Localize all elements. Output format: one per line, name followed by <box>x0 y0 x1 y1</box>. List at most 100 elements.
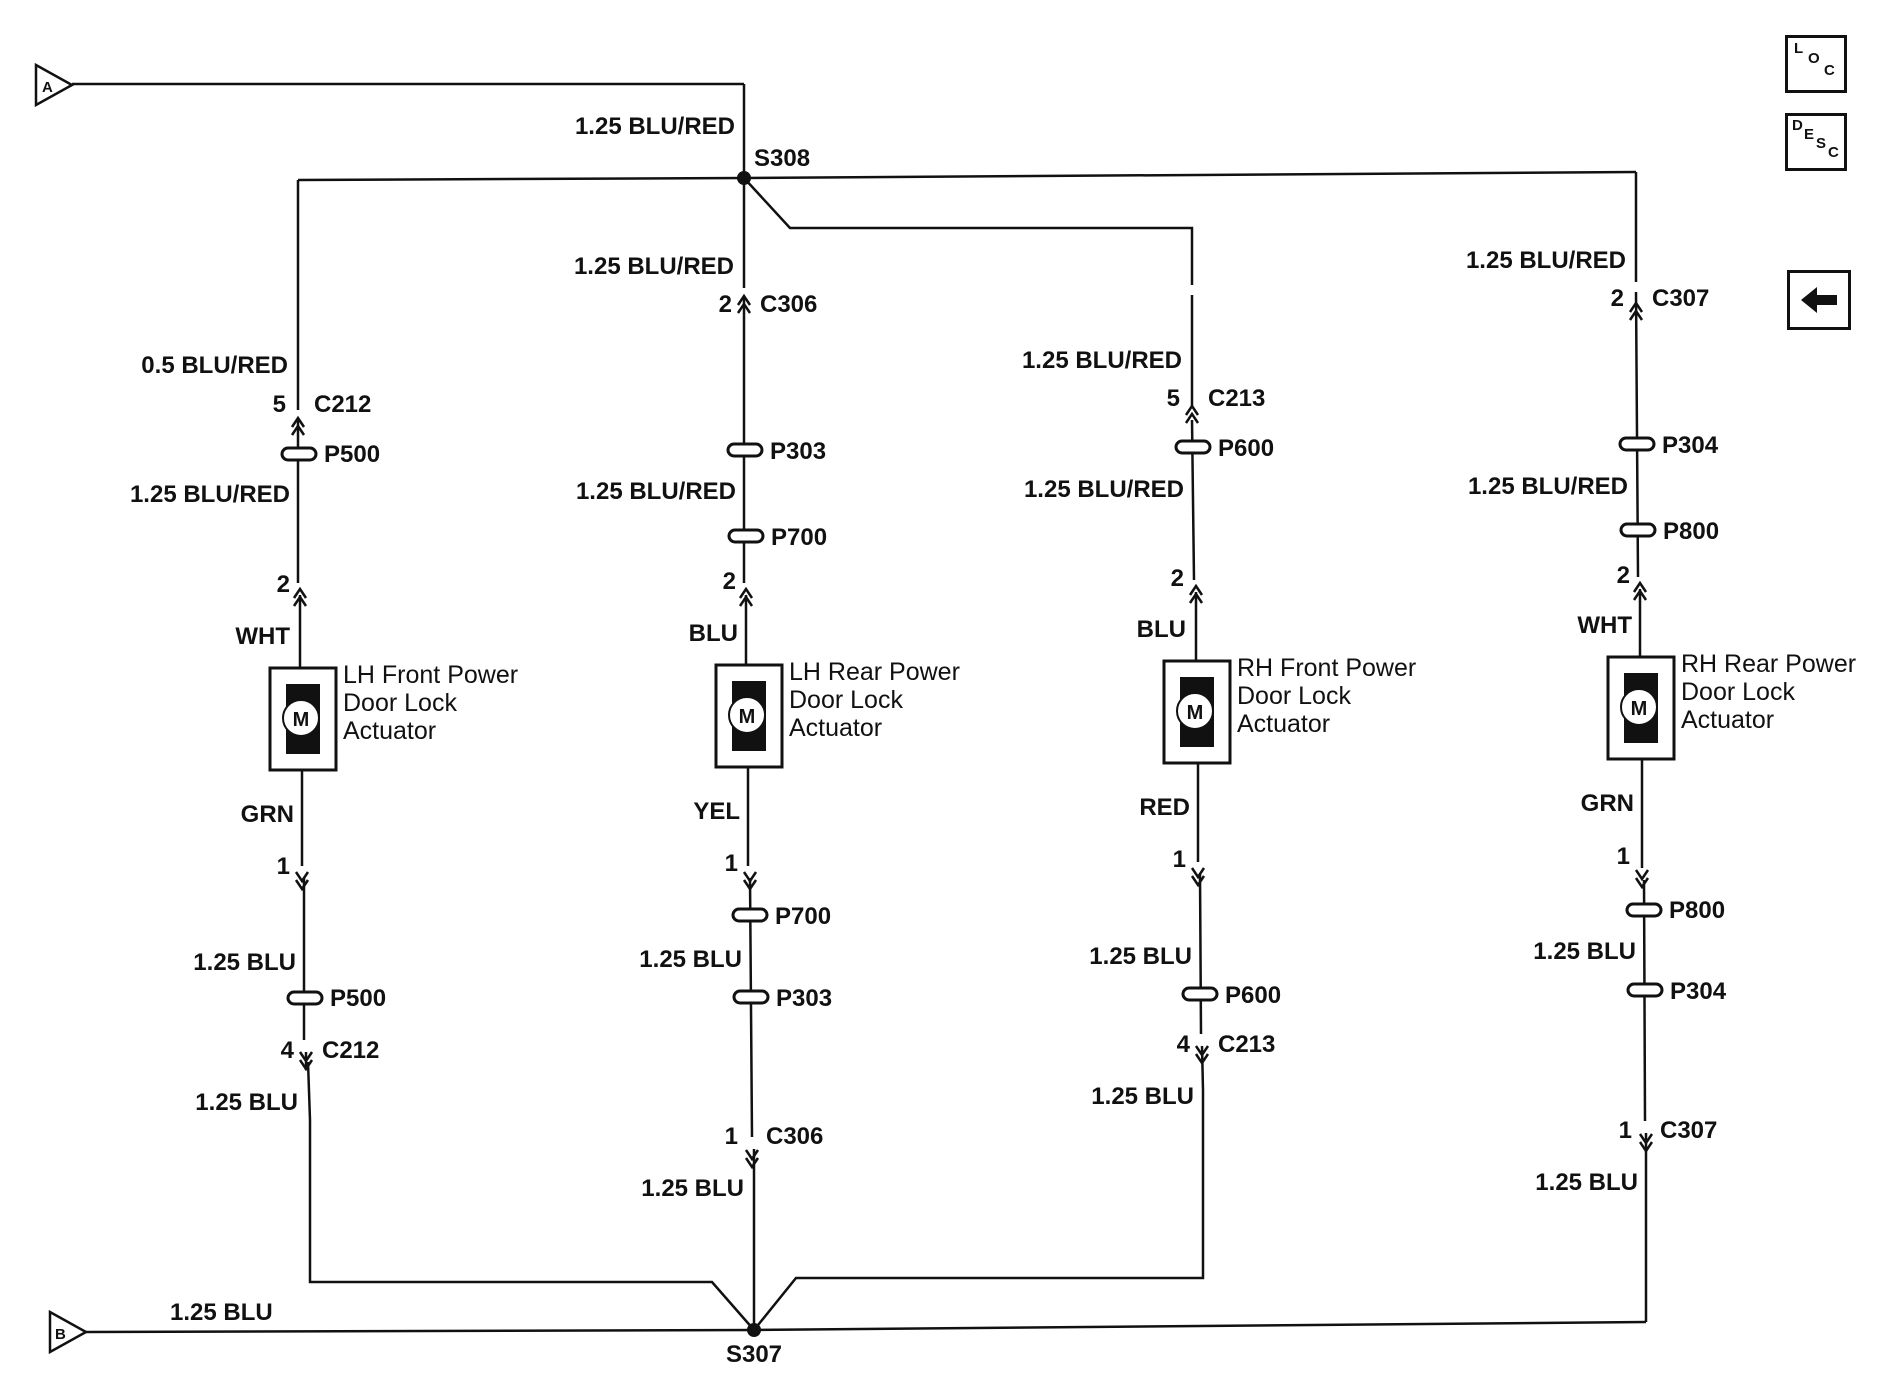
description-button-letter: E <box>1804 126 1815 143</box>
lower-connector-pin: 1 <box>725 1123 738 1150</box>
lower-connector-name: C212 <box>322 1037 379 1064</box>
actuator-bottom-pin-symbol <box>1190 867 1206 880</box>
splice-s307-label: S307 <box>726 1341 782 1368</box>
lower-pass-2-symbol <box>1181 986 1219 1002</box>
lower-connector-pin: 1 <box>1619 1117 1632 1144</box>
actuator-top-pin-symbol <box>738 586 754 599</box>
actuator-top-pin: 2 <box>723 568 736 595</box>
lower-pass-1-label: P700 <box>775 903 831 930</box>
bottom-return <box>48 1090 1648 1355</box>
upper-connector-pin: 5 <box>273 391 286 418</box>
location-button[interactable]: L O C <box>1785 35 1847 93</box>
actuator-bottom-wire: GRN <box>241 801 294 828</box>
motor-symbol: M <box>739 706 756 728</box>
actuator-bottom-pin: 1 <box>1617 843 1630 870</box>
actuator-bottom-pin-symbol <box>1634 869 1650 882</box>
lower-pass-2-label: P304 <box>1670 978 1727 1005</box>
motor-circle <box>1620 688 1658 726</box>
lower-connector-name: C307 <box>1660 1117 1717 1144</box>
return-wire-label: 1.25 BLU <box>1535 1169 1638 1196</box>
lower-wire-label: 1.25 BLU <box>193 949 296 976</box>
upper-connector-name: C212 <box>314 391 371 418</box>
arrow-left-icon <box>1801 287 1837 313</box>
upper-pass-2-symbol <box>1619 522 1657 538</box>
motor-symbol: M <box>1631 698 1648 720</box>
lower-connector-name: C213 <box>1218 1031 1275 1058</box>
description-button-letter: S <box>1816 135 1827 152</box>
circuit-lh-rear: M 1.25 BLU/RED 2 C306 P303 1.25 BLU/RED … <box>574 253 960 1202</box>
top-feed-wire-label: 1.25 BLU/RED <box>575 113 735 140</box>
splice-s308-label: S308 <box>754 145 810 172</box>
lower-pass-2-symbol <box>1626 982 1664 998</box>
upper-connector-pin: 2 <box>719 291 732 318</box>
upper-connector-pin: 5 <box>1167 385 1180 412</box>
location-button-letter: L <box>1794 40 1804 57</box>
lower-connector-symbol <box>744 1149 760 1162</box>
motor-circle <box>1176 692 1214 730</box>
actuator-name-line-2: Door Lock <box>343 689 457 717</box>
upper-connector-symbol <box>290 415 306 428</box>
actuator-name-line-1: LH Front Power <box>343 661 518 689</box>
upper-connector-symbol <box>1628 300 1644 313</box>
upper-connector-symbol <box>1184 403 1200 416</box>
actuator-bottom-pin: 1 <box>277 853 290 880</box>
actuator-top-pin-symbol <box>1188 583 1204 596</box>
location-button-letter: O <box>1808 50 1820 67</box>
upper-pass-1-label: P304 <box>1662 432 1719 459</box>
upper-pass-1-label: P500 <box>324 441 380 468</box>
feed-wire-label: 1.25 BLU/RED <box>574 253 734 280</box>
upper-pass-1-symbol <box>726 442 764 458</box>
actuator-name-line-3: Actuator <box>343 717 436 745</box>
upper-pass-1-label: P303 <box>770 438 826 465</box>
upper-pass-2-label: P700 <box>771 524 827 551</box>
motor-circle <box>282 699 320 737</box>
mid-wire-label: 1.25 BLU/RED <box>576 478 736 505</box>
lower-pass-2-label: P303 <box>776 985 832 1012</box>
lower-connector-pin: 4 <box>281 1037 295 1064</box>
actuator-top-wire: WHT <box>1577 612 1632 639</box>
upper-pass-1-label: P600 <box>1218 435 1274 462</box>
mid-wire-label: 1.25 BLU/RED <box>1024 476 1184 503</box>
splice-s307-dot <box>747 1323 761 1337</box>
actuator-name-line-2: Door Lock <box>1681 678 1795 706</box>
splice-s308-dot <box>737 171 751 185</box>
description-button[interactable]: D E S C <box>1785 113 1847 171</box>
motor-symbol: M <box>293 709 310 731</box>
return-wire-label: 1.25 BLU <box>1091 1083 1194 1110</box>
lower-wire-label: 1.25 BLU <box>1533 938 1636 965</box>
motor-circle <box>728 696 766 734</box>
connector-b-flag <box>48 1309 89 1355</box>
back-button[interactable] <box>1787 270 1851 330</box>
upper-pass-1-symbol <box>280 446 318 462</box>
upper-connector-name: C306 <box>760 291 817 318</box>
upper-pass-2-label: P800 <box>1663 518 1719 545</box>
description-button-letter: C <box>1828 144 1839 161</box>
location-button-letter: C <box>1824 62 1835 79</box>
actuator-name-line-1: LH Rear Power <box>789 658 960 686</box>
upper-pass-1-symbol <box>1174 439 1212 455</box>
lower-connector-symbol <box>1194 1045 1210 1058</box>
bottom-ground-wire-label: 1.25 BLU <box>170 1299 273 1326</box>
actuator-top-pin-symbol <box>1632 580 1648 593</box>
actuator-name-line-3: Actuator <box>1681 706 1774 734</box>
lower-connector-name: C306 <box>766 1123 823 1150</box>
actuator-bottom-pin-symbol <box>742 871 758 884</box>
motor-symbol: M <box>1187 702 1204 724</box>
connector-a-label: A <box>42 79 53 96</box>
return-wire-label: 1.25 BLU <box>641 1175 744 1202</box>
lower-connector-symbol <box>298 1051 314 1064</box>
actuator-top-wire: BLU <box>1137 616 1186 643</box>
feed-wire-label: 1.25 BLU/RED <box>1022 347 1182 374</box>
upper-connector-symbol <box>736 293 752 306</box>
mid-wire-label: 1.25 BLU/RED <box>1468 473 1628 500</box>
actuator-top-pin-symbol <box>292 586 308 599</box>
actuator-name-line-2: Door Lock <box>789 686 903 714</box>
upper-connector-pin: 2 <box>1611 285 1624 312</box>
upper-connector-name: C307 <box>1652 285 1709 312</box>
lower-pass-1-symbol <box>1625 902 1663 918</box>
upper-pass-1-symbol <box>1618 436 1656 452</box>
actuator-name-line-2: Door Lock <box>1237 682 1351 710</box>
actuator-top-wire: WHT <box>235 623 290 650</box>
feed-wire-label: 1.25 BLU/RED <box>1466 247 1626 274</box>
